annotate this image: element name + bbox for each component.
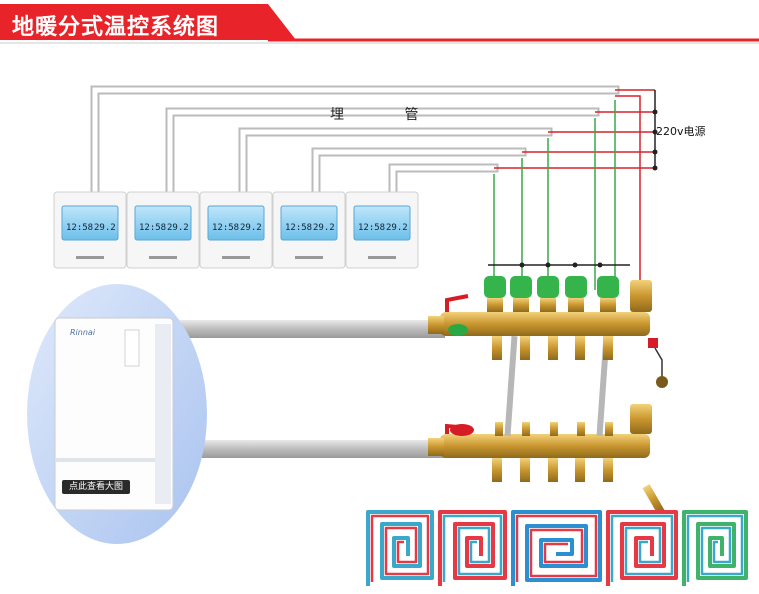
thermostats: 12:58 29.2 12:58 29.2 12:58 29.2 12:58 2… — [53, 191, 419, 269]
page-title: 地暖分式温控系统图 — [12, 15, 220, 40]
thermostat: 12:58 29.2 — [272, 191, 346, 269]
svg-text:29.2: 29.2 — [313, 223, 335, 233]
view-large-image-button[interactable]: 点此查看大图 — [62, 480, 130, 494]
svg-text:12:58: 12:58 — [285, 223, 312, 233]
wire-junctions — [519, 109, 658, 268]
svg-text:29.2: 29.2 — [386, 223, 408, 233]
svg-text:12:58: 12:58 — [66, 223, 93, 233]
boiler — [54, 317, 174, 511]
svg-text:29.2: 29.2 — [94, 223, 116, 233]
boiler-brand: Rinnai — [70, 328, 96, 337]
embedded-pipes — [90, 85, 620, 197]
thermostat: 12:58 29.2 — [53, 191, 127, 269]
thermostat: 12:58 29.2 — [126, 191, 200, 269]
boiler-bubble — [27, 284, 207, 544]
svg-text:12:58: 12:58 — [212, 223, 239, 233]
manifolds — [428, 280, 668, 515]
svg-text:29.2: 29.2 — [240, 223, 262, 233]
thermostat: 12:58 29.2 — [199, 191, 273, 269]
main-pipes — [150, 320, 445, 458]
title-banner — [0, 4, 759, 44]
svg-text:12:58: 12:58 — [358, 223, 385, 233]
actuators — [484, 276, 619, 312]
svg-text:29.2: 29.2 — [167, 223, 189, 233]
thermostat: 12:58 29.2 — [345, 191, 419, 269]
wiring — [488, 89, 656, 290]
pipe-label: 埋 管 — [330, 107, 447, 123]
svg-text:12:58: 12:58 — [139, 223, 166, 233]
floor-loops — [366, 510, 748, 586]
power-label: 220v电源 — [656, 125, 706, 138]
